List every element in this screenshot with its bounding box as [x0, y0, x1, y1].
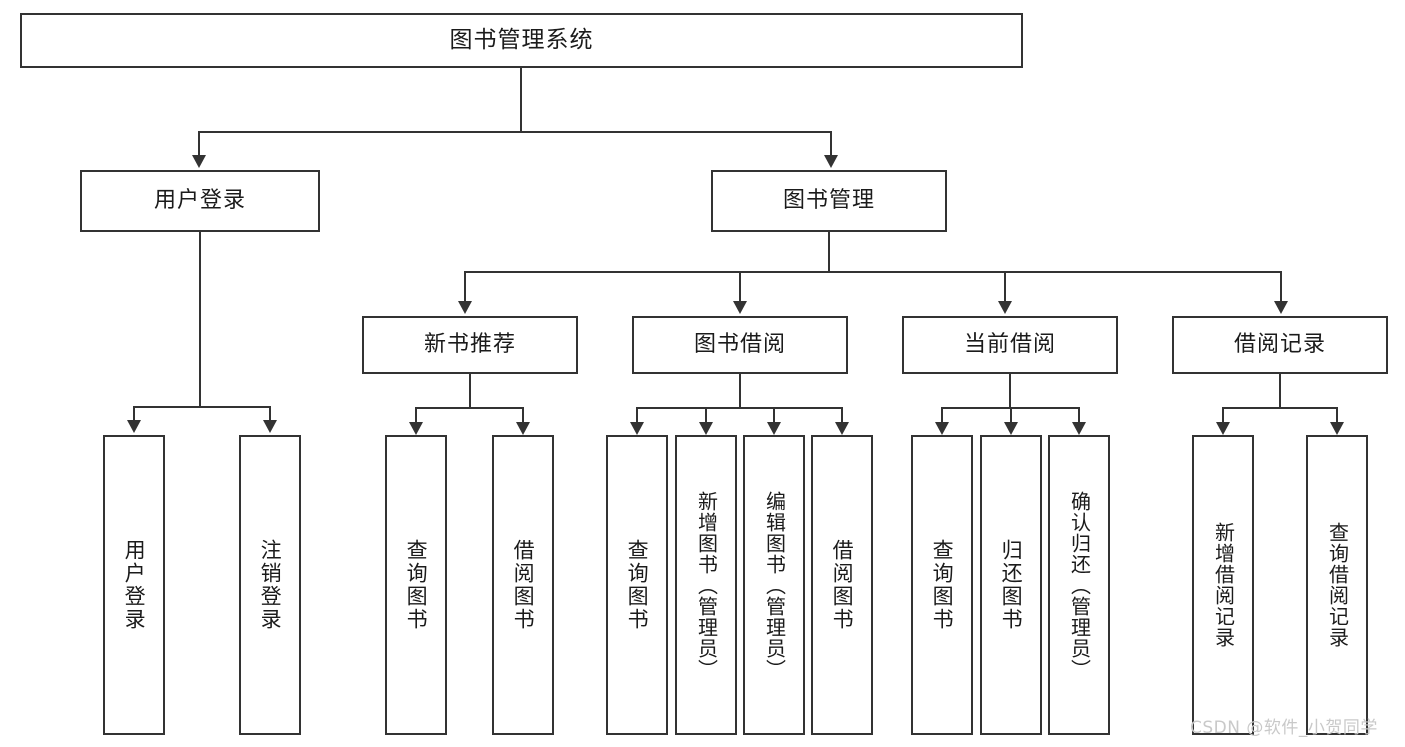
edge-book-borrow-to-leaf2 [705, 407, 707, 422]
arrow-book-manage-to-book-borrow [733, 301, 747, 314]
edge-new-book-rec-to-leaf2 [522, 407, 524, 422]
arrow-root-to-user-login [192, 155, 206, 168]
edge-book-manage-stem [828, 232, 830, 271]
edge-borrow-record-stem [1279, 374, 1281, 407]
arrow-book-borrow-to-leaf4 [835, 422, 849, 435]
edge-book-manage-to-book-borrow [739, 271, 741, 301]
edge-book-borrow-bus [636, 407, 843, 409]
edge-book-manage-to-borrow-record [1280, 271, 1282, 301]
arrow-current-borrow-to-leaf3 [1072, 422, 1086, 435]
arrow-current-borrow-to-leaf2 [1004, 422, 1018, 435]
edge-new-book-rec-stem [469, 374, 471, 407]
node-leaf-query-book-2[interactable]: 查询图书 [606, 435, 668, 735]
node-book-manage[interactable]: 图书管理 [711, 170, 947, 232]
arrow-new-book-rec-to-leaf1 [409, 422, 423, 435]
node-leaf-edit-book[interactable]: 编辑图书（管理员） [743, 435, 805, 735]
arrow-user-login-to-leaf2 [263, 420, 277, 433]
node-borrow-record[interactable]: 借阅记录 [1172, 316, 1388, 374]
edge-borrow-record-bus [1222, 407, 1338, 409]
edge-new-book-rec-to-leaf1 [415, 407, 417, 422]
arrow-book-manage-to-current-borrow [998, 301, 1012, 314]
csdn-watermark: CSDN @软件_小贺同学 [1190, 718, 1378, 738]
edge-root-to-user-login [198, 131, 200, 155]
node-root-system[interactable]: 图书管理系统 [20, 13, 1023, 68]
edge-current-borrow-stem [1009, 374, 1011, 407]
arrow-book-borrow-to-leaf2 [699, 422, 713, 435]
edge-book-borrow-to-leaf1 [636, 407, 638, 422]
node-user-login[interactable]: 用户登录 [80, 170, 320, 232]
edge-book-manage-to-new-book-rec [464, 271, 466, 301]
arrow-book-borrow-to-leaf3 [767, 422, 781, 435]
edge-root-stem [520, 68, 522, 131]
edge-book-manage-bus [464, 271, 1282, 273]
node-current-borrow[interactable]: 当前借阅 [902, 316, 1118, 374]
edge-borrow-record-to-leaf1 [1222, 407, 1224, 422]
edge-user-login-bus [133, 406, 270, 408]
node-new-book-rec[interactable]: 新书推荐 [362, 316, 578, 374]
edge-current-borrow-to-leaf1 [941, 407, 943, 422]
edge-user-login-to-leaf2 [269, 406, 271, 420]
node-leaf-borrow-book-2[interactable]: 借阅图书 [811, 435, 873, 735]
edge-root-to-book-manage [830, 131, 832, 155]
arrow-book-borrow-to-leaf1 [630, 422, 644, 435]
edge-root-bus [198, 131, 832, 133]
edge-user-login-stem [199, 232, 201, 406]
node-leaf-user-login[interactable]: 用户登录 [103, 435, 165, 735]
arrow-user-login-to-leaf1 [127, 420, 141, 433]
node-leaf-query-record[interactable]: 查询借阅记录 [1306, 435, 1368, 735]
node-leaf-borrow-book-1[interactable]: 借阅图书 [492, 435, 554, 735]
node-book-borrow[interactable]: 图书借阅 [632, 316, 848, 374]
node-leaf-return-book[interactable]: 归还图书 [980, 435, 1042, 735]
arrow-book-manage-to-borrow-record [1274, 301, 1288, 314]
edge-current-borrow-to-leaf2 [1010, 407, 1012, 422]
edge-current-borrow-to-leaf3 [1078, 407, 1080, 422]
arrow-borrow-record-to-leaf1 [1216, 422, 1230, 435]
arrow-new-book-rec-to-leaf2 [516, 422, 530, 435]
node-leaf-query-book-1[interactable]: 查询图书 [385, 435, 447, 735]
arrow-current-borrow-to-leaf1 [935, 422, 949, 435]
edge-book-borrow-to-leaf4 [841, 407, 843, 422]
edge-user-login-to-leaf1 [133, 406, 135, 420]
edge-book-borrow-stem [739, 374, 741, 407]
arrow-book-manage-to-new-book-rec [458, 301, 472, 314]
arrow-root-to-book-manage [824, 155, 838, 168]
edge-new-book-rec-bus [415, 407, 524, 409]
node-leaf-confirm-return[interactable]: 确认归还（管理员） [1048, 435, 1110, 735]
edge-book-manage-to-current-borrow [1004, 271, 1006, 301]
edge-book-borrow-to-leaf3 [773, 407, 775, 422]
node-leaf-add-record[interactable]: 新增借阅记录 [1192, 435, 1254, 735]
arrow-borrow-record-to-leaf2 [1330, 422, 1344, 435]
edge-borrow-record-to-leaf2 [1336, 407, 1338, 422]
node-leaf-query-book-3[interactable]: 查询图书 [911, 435, 973, 735]
node-leaf-logout[interactable]: 注销登录 [239, 435, 301, 735]
node-leaf-add-book[interactable]: 新增图书（管理员） [675, 435, 737, 735]
